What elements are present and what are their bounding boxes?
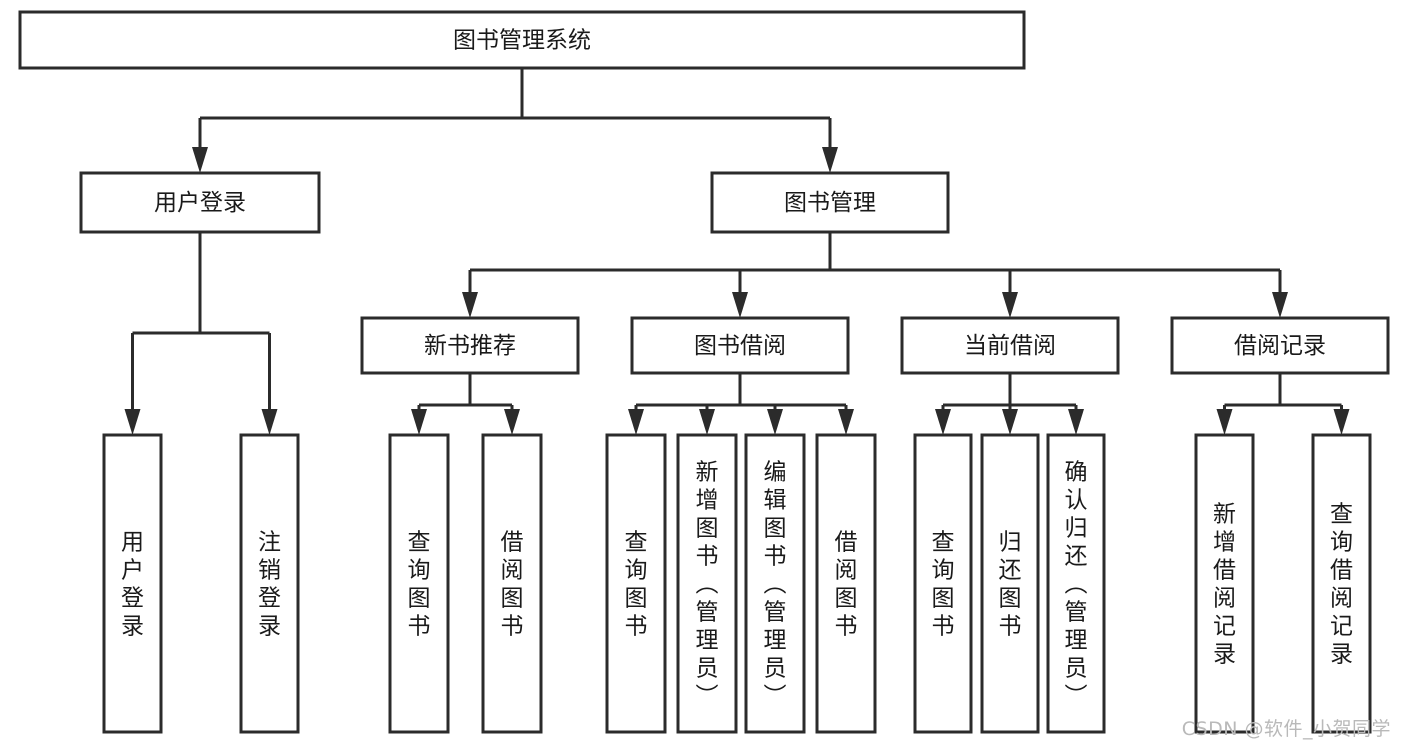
- node-label: 新书推荐: [424, 333, 516, 359]
- node-label: 编辑图书︵管理员︶: [764, 459, 787, 709]
- node-box[interactable]: [18, 10, 1026, 70]
- node-leaf-borrow-query[interactable]: 查询图书: [605, 433, 667, 734]
- arrow-head-icon: [628, 409, 644, 435]
- node-label: 新增借阅记录: [1213, 501, 1236, 667]
- node-login[interactable]: 用户登录: [79, 171, 321, 234]
- arrow-head-icon: [124, 409, 141, 435]
- node-leaf-current-query[interactable]: 查询图书: [913, 433, 973, 734]
- node-box[interactable]: [1311, 433, 1372, 734]
- node-leaf-borrow-add[interactable]: 新增图书︵管理员︶: [676, 433, 738, 734]
- node-label: 图书借阅: [694, 333, 786, 359]
- csdn-watermark: CSDN @软件_小贺同学: [1181, 718, 1391, 740]
- arrow-head-icon: [1216, 409, 1233, 435]
- node-box[interactable]: [1194, 433, 1255, 734]
- nodes-layer: 图书管理系统用户登录图书管理新书推荐图书借阅当前借阅借阅记录用户登录注销登录查询…: [18, 10, 1390, 734]
- connector-group-newbook: [411, 373, 520, 435]
- connectors-layer: [124, 68, 1350, 435]
- node-leaf-borrow-lend[interactable]: 借阅图书: [815, 433, 877, 734]
- arrow-head-icon: [192, 147, 208, 173]
- arrow-head-icon: [462, 292, 478, 318]
- node-leaf-current-return[interactable]: 归还图书: [980, 433, 1040, 734]
- arrow-head-icon: [1002, 292, 1018, 318]
- node-borrow[interactable]: 图书借阅: [630, 316, 850, 375]
- arrow-head-icon: [1068, 409, 1084, 435]
- arrow-head-icon: [1333, 409, 1350, 435]
- arrow-head-icon: [1272, 292, 1288, 318]
- node-box[interactable]: [744, 433, 806, 734]
- arrow-head-icon: [261, 409, 278, 435]
- connector-group-current: [935, 373, 1084, 435]
- node-label: 图书管理系统: [453, 28, 591, 54]
- node-leaf-new-query[interactable]: 查询图书: [388, 433, 450, 734]
- node-leaf-new-borrow[interactable]: 借阅图书: [481, 433, 543, 734]
- node-box[interactable]: [388, 433, 450, 734]
- node-leaf-user-login[interactable]: 用户登录: [102, 433, 163, 734]
- node-label: 新增图书︵管理员︶: [696, 459, 719, 709]
- node-box[interactable]: [676, 433, 738, 734]
- node-box[interactable]: [815, 433, 877, 734]
- node-box[interactable]: [102, 433, 163, 734]
- node-label: 查询借阅记录: [1330, 501, 1353, 667]
- node-label: 查询图书: [932, 529, 955, 639]
- arrow-head-icon: [699, 409, 715, 435]
- node-label: 用户登录: [154, 190, 246, 216]
- connector-group-bookmgmt: [462, 232, 1288, 318]
- arrow-head-icon: [504, 409, 520, 435]
- node-label: 借阅图书: [835, 529, 858, 639]
- connector-group-login: [124, 232, 278, 435]
- node-box[interactable]: [1046, 433, 1106, 734]
- node-label: 借阅图书: [501, 529, 524, 639]
- arrow-head-icon: [838, 409, 854, 435]
- node-newbook[interactable]: 新书推荐: [360, 316, 580, 375]
- node-label: 确认归还︵管理员︶: [1065, 459, 1088, 709]
- arrow-head-icon: [1002, 409, 1018, 435]
- node-leaf-borrow-edit[interactable]: 编辑图书︵管理员︶: [744, 433, 806, 734]
- node-box[interactable]: [1170, 316, 1390, 375]
- node-box[interactable]: [605, 433, 667, 734]
- node-current[interactable]: 当前借阅: [900, 316, 1120, 375]
- node-root[interactable]: 图书管理系统: [18, 10, 1026, 70]
- node-box[interactable]: [481, 433, 543, 734]
- node-leaf-current-confirm[interactable]: 确认归还︵管理员︶: [1046, 433, 1106, 734]
- node-box[interactable]: [630, 316, 850, 375]
- node-leaf-record-add[interactable]: 新增借阅记录: [1194, 433, 1255, 734]
- node-label: 借阅记录: [1234, 333, 1326, 359]
- arrow-head-icon: [822, 147, 838, 173]
- connector-group-root: [192, 68, 838, 173]
- connector-group-borrow: [628, 373, 854, 435]
- node-leaf-record-query[interactable]: 查询借阅记录: [1311, 433, 1372, 734]
- node-label: 用户登录: [121, 529, 144, 639]
- arrow-head-icon: [411, 409, 427, 435]
- node-label: 注销登录: [258, 529, 281, 639]
- arrow-head-icon: [767, 409, 783, 435]
- node-leaf-user-logout[interactable]: 注销登录: [239, 433, 300, 734]
- node-box[interactable]: [710, 171, 950, 234]
- node-box[interactable]: [980, 433, 1040, 734]
- node-box[interactable]: [239, 433, 300, 734]
- node-box[interactable]: [900, 316, 1120, 375]
- node-bookmgmt[interactable]: 图书管理: [710, 171, 950, 234]
- arrow-head-icon: [732, 292, 748, 318]
- node-box[interactable]: [913, 433, 973, 734]
- connector-group-record: [1216, 373, 1350, 435]
- node-record[interactable]: 借阅记录: [1170, 316, 1390, 375]
- arrow-head-icon: [935, 409, 951, 435]
- node-label: 查询图书: [408, 529, 431, 639]
- node-label: 图书管理: [784, 190, 876, 216]
- node-box[interactable]: [79, 171, 321, 234]
- node-label: 当前借阅: [964, 333, 1056, 359]
- node-label: 查询图书: [625, 529, 648, 639]
- node-box[interactable]: [360, 316, 580, 375]
- node-label: 归还图书: [999, 529, 1022, 639]
